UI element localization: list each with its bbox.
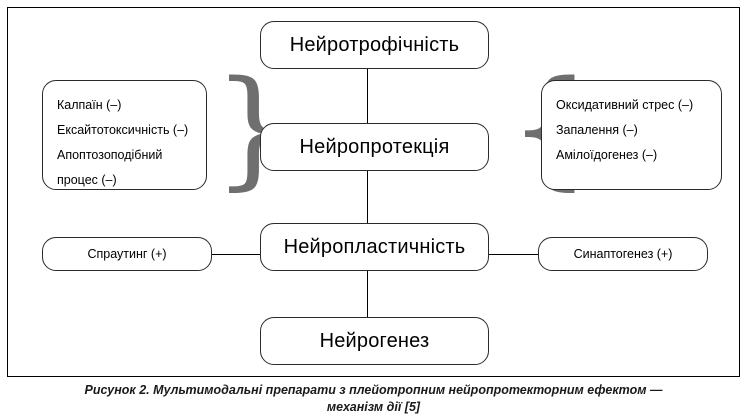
node-neuroprotection-label: Нейропротекція [299,135,450,158]
node-inhibited-processes-left: Калпаїн (–) Ексайтотоксичність (–) Апопт… [42,80,207,190]
connector-neuroplasticity-neurogenesis [367,264,368,324]
node-synaptogenesis: Синаптогенез (+) [538,237,708,271]
figure-caption: Рисунок 2. Мультимодальні препарати з пл… [8,382,739,416]
node-sprouting: Спраутинг (+) [42,237,212,271]
connector-neurotrophicity-neuroprotection [367,62,368,130]
figure-caption-line-2: механізм дії [5] [326,400,421,414]
node-synaptogenesis-label: Синаптогенез (+) [573,247,673,261]
list-item: Запалення (–) [556,123,638,137]
node-neuroplasticity: Нейропластичність [260,223,489,271]
node-neurogenesis-label: Нейрогенез [319,329,430,352]
list-item: Амілоїдогенез (–) [556,148,658,162]
connector-sprouting-neuroplasticity [205,254,263,255]
list-item: Оксидативний стрес (–) [556,98,694,112]
figure-frame: } { Нейротрофічність Нейропротекція Нейр… [7,7,740,377]
list-item: процес (–) [57,173,117,187]
node-neurotrophicity: Нейротрофічність [260,21,489,69]
list-item: Калпаїн (–) [57,98,122,112]
figure-caption-line-1: Рисунок 2. Мультимодальні препарати з пл… [84,383,663,397]
connector-neuroprotection-neuroplasticity [367,164,368,230]
node-neurotrophicity-label: Нейротрофічність [289,33,460,56]
node-sprouting-label: Спраутинг (+) [87,247,167,261]
node-inhibited-processes-right: Оксидативний стрес (–) Запалення (–) Амі… [541,80,722,190]
list-item: Апоптозоподібний [57,148,163,162]
list-item: Ексайтотоксичність (–) [57,123,189,137]
node-neurogenesis: Нейрогенез [260,317,489,365]
node-neuroprotection: Нейропротекція [260,123,489,171]
node-neuroplasticity-label: Нейропластичність [283,235,466,258]
connector-neuroplasticity-synaptogenesis [486,254,543,255]
